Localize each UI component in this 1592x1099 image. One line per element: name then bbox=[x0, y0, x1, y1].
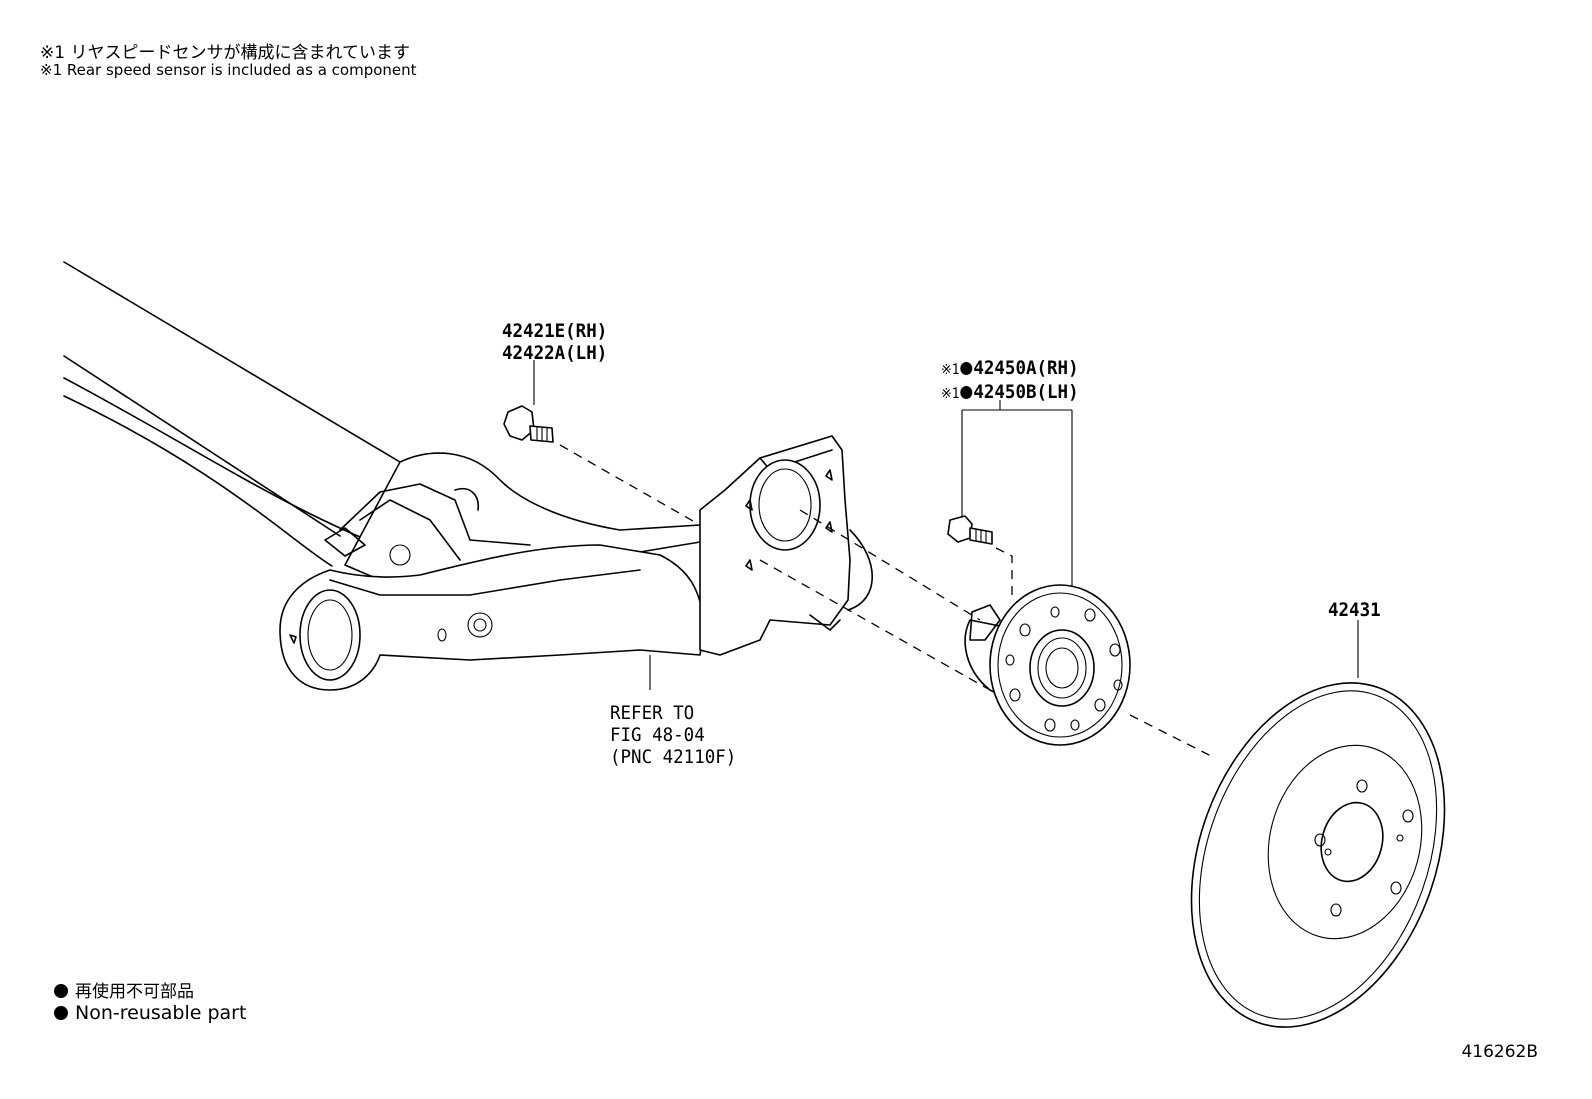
bolt-part-number-rh: 42421E(RH) bbox=[502, 320, 608, 342]
hub-bolt-illustration bbox=[503, 360, 554, 443]
non-reusable-dot-icon bbox=[54, 984, 68, 998]
hub-ref-mark: ※1 bbox=[941, 362, 960, 378]
legend-en-text: Non-reusable part bbox=[75, 1002, 247, 1024]
non-reusable-dot-icon bbox=[960, 362, 973, 375]
axle-ref-line3: (PNC 42110F) bbox=[610, 746, 737, 768]
hub-part-number-lh: 42450B(LH) bbox=[973, 381, 1079, 403]
legend-english: Non-reusable part bbox=[54, 1002, 246, 1024]
bolt-part-label[interactable]: 42421E(RH) 42422A(LH) bbox=[502, 320, 607, 364]
note-english: ※1 Rear speed sensor is included as a co… bbox=[40, 61, 417, 79]
legend-jp-text: 再使用不可部品 bbox=[75, 982, 194, 1002]
non-reusable-dot-icon bbox=[960, 386, 973, 399]
disc-part-number: 42431 bbox=[1328, 599, 1381, 621]
disc-part-label[interactable]: 42431 bbox=[1328, 599, 1381, 621]
hub-dash-line-1 bbox=[799, 509, 981, 621]
hub-part-label[interactable]: ※1 42450A(RH) ※1 42450B(LH) bbox=[941, 357, 1079, 405]
hub-bearing-illustration bbox=[947, 400, 1131, 746]
note-japanese: ※1 リヤスピードセンサが構成に含まれています bbox=[40, 43, 410, 63]
bolt-part-number-lh: 42422A(LH) bbox=[502, 342, 608, 364]
hub-part-number-rh: 42450A(RH) bbox=[973, 357, 1079, 379]
legend-japanese: 再使用不可部品 bbox=[54, 977, 194, 1002]
non-reusable-dot-icon bbox=[54, 1006, 68, 1020]
axle-ref-line1: REFER TO bbox=[610, 702, 695, 724]
figure-id: 416262B bbox=[1461, 1042, 1538, 1062]
axle-reference-label[interactable]: REFER TO FIG 48-04 (PNC 42110F) bbox=[610, 702, 736, 768]
hub-ref-mark: ※1 bbox=[941, 386, 960, 402]
bolt-dash-line bbox=[559, 444, 701, 526]
rear-axle-beam bbox=[63, 261, 873, 691]
axle-ref-line2: FIG 48-04 bbox=[610, 724, 705, 746]
disc-dash-line bbox=[1129, 714, 1216, 759]
hub-dash-line-2 bbox=[759, 559, 991, 691]
brake-disc-illustration bbox=[1190, 620, 1446, 1028]
